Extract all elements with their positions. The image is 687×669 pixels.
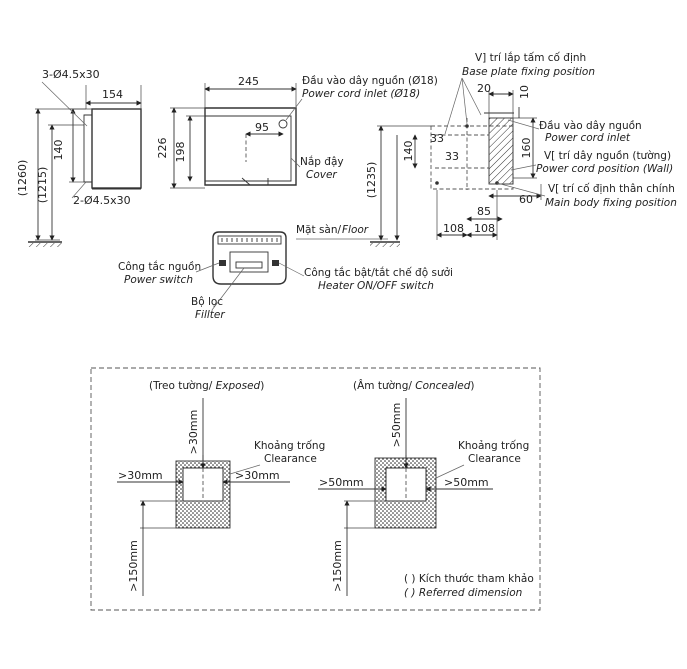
- rear-dim-160: 160: [520, 138, 533, 159]
- concealed-diagram: (Âm tường/ Concealed) >50mm >50mm >50mm …: [318, 379, 529, 596]
- concealed-left-value: >50mm: [319, 476, 364, 489]
- clearance-panel: (Treo tường/ Exposed) >30mm >30mm >30mm …: [90, 367, 541, 611]
- concealed-clearance-leader: [435, 464, 465, 479]
- filter-label-en: Fillter: [195, 309, 225, 321]
- front-view: 154 140 3-Ø4.5x30 2-Ø4.5x30 (1260) (1215…: [16, 68, 142, 247]
- cord-wall-label-vi: V[ trí dây nguồn (tường): [544, 150, 671, 162]
- side-cover-label-en: Cover: [306, 169, 337, 181]
- heater-switch-label-vi: Công tắc bật/tắt chế độ sưởi: [304, 266, 453, 279]
- side-cover-outline: [205, 115, 292, 182]
- concealed-clearance-label-en: Clearance: [468, 453, 521, 465]
- power-switch-leader: [195, 262, 220, 273]
- heater-switch-shape: [272, 260, 279, 266]
- exposed-top-value: >30mm: [187, 410, 200, 455]
- concealed-title: (Âm tường/ Concealed): [353, 379, 474, 392]
- front-hole-pitch-value: 140: [52, 140, 65, 161]
- rear-dim-33a: 33: [430, 132, 444, 145]
- bottom-vent-slots: [221, 238, 278, 242]
- bottom-outlet: [229, 251, 269, 273]
- side-bottom-outlet: [241, 177, 269, 186]
- exposed-left-value: >30mm: [118, 469, 163, 482]
- power-switch-label-en: Power switch: [124, 274, 193, 286]
- side-width-value: 245: [238, 75, 259, 88]
- heater-switch-leader: [278, 262, 305, 277]
- rear-dim-20: 20: [477, 82, 491, 95]
- front-hole-bottom-leader: [71, 181, 87, 199]
- rear-hole-left: [435, 181, 439, 185]
- bottom-view: Công tắc nguồn Power switch Công tắc bật…: [118, 231, 453, 321]
- power-switch-shape: [219, 260, 226, 266]
- front-floor-hatch: [28, 243, 62, 247]
- exposed-right-value: >30mm: [235, 469, 280, 482]
- base-plate-label-vi: V] trí lắp tấm cố định: [475, 51, 586, 64]
- side-cord-inlet: [278, 119, 288, 129]
- side-cord-inlet-label-vi: Đầu vào dây nguồn (Ø18): [302, 75, 438, 87]
- note-vi: ( ) Kích thước tham khảo: [404, 573, 534, 585]
- floor-label-en: Floor: [342, 224, 369, 236]
- front-hole-top-leader: [41, 81, 88, 127]
- base-plate-leader-3: [444, 77, 463, 135]
- front-hole-bottom-label: 2-Ø4.5x30: [73, 194, 131, 207]
- side-body-outline: [204, 107, 297, 186]
- body-fix-label-vi: V[ trí cố định thân chính: [548, 183, 675, 195]
- side-body-height-value: 226: [156, 138, 169, 159]
- rear-hole-top: [465, 124, 469, 128]
- cord-wall-leader: [510, 164, 537, 171]
- rear-floor-hatch: [370, 243, 400, 247]
- rear-dim-140: 140: [402, 141, 415, 162]
- rear-dim-1235: (1235): [365, 162, 378, 199]
- body-fix-label-en: Main body fixing position: [545, 197, 677, 209]
- filter-leader: [211, 267, 245, 311]
- rear-dim-60: 60: [519, 193, 533, 206]
- rear-dim-33b: 33: [445, 150, 459, 163]
- side-cover-height-value: 198: [174, 142, 187, 163]
- body-fix-leader: [496, 182, 546, 197]
- rear-dim-85: 85: [477, 205, 491, 218]
- rear-cord-inlet-leader: [507, 119, 540, 130]
- concealed-clearance-label-vi: Khoảng trống: [458, 440, 529, 452]
- front-height-mount-value: (1215): [36, 167, 49, 204]
- filter-label-vi: Bộ lọc: [191, 296, 223, 308]
- side-cord-inlet-leader: [285, 98, 303, 121]
- rear-cord-channel: [488, 117, 514, 185]
- note-en: ( ) Referred dimension: [404, 587, 522, 599]
- side-view: 245 95 226 198 Đầu vào dây nguồn (Ø18) P…: [156, 75, 438, 240]
- rear-cord-inlet-label-en: Power cord inlet: [545, 132, 631, 144]
- power-switch-label-vi: Công tắc nguồn: [118, 260, 201, 273]
- clearance-frame: [90, 367, 541, 611]
- bottom-filter: [235, 261, 263, 269]
- cord-wall-label-en: Power cord position (Wall): [536, 163, 673, 175]
- front-body-outline: [91, 108, 142, 189]
- front-hole-top-label: 3-Ø4.5x30: [42, 68, 100, 81]
- side-cover-leader: [290, 157, 301, 168]
- base-plate-leader-2: [461, 77, 482, 116]
- concealed-top-value: >50mm: [390, 403, 403, 448]
- base-plate-label-en: Base plate fixing position: [462, 66, 595, 78]
- rear-dim-108b: 108: [474, 222, 495, 235]
- exposed-clearance-label-en: Clearance: [264, 453, 317, 465]
- side-inlet-offset-value: 95: [255, 121, 269, 134]
- rear-dim-10: 10: [518, 85, 531, 99]
- front-height-total-value: (1260): [16, 160, 29, 197]
- heater-switch-label-en: Heater ON/OFF switch: [318, 280, 434, 292]
- rear-view: 33 33 140 160 20 10 60 85 108 108 (1235)…: [365, 51, 677, 247]
- side-cord-inlet-label-en: Power cord inlet (Ø18): [302, 88, 420, 100]
- front-base-plate: [83, 114, 92, 183]
- rear-dim-108a: 108: [443, 222, 464, 235]
- floor-label-vi: Mặt sàn/: [296, 224, 342, 236]
- rear-cord-inlet-label-vi: Đầu vào dây nguồn: [539, 120, 642, 132]
- front-width-value: 154: [102, 88, 123, 101]
- bottom-vent-grille: [217, 235, 282, 245]
- concealed-bottom-value: >150mm: [331, 540, 344, 592]
- base-plate-leader-1: [461, 77, 468, 125]
- bottom-body-outline: [212, 231, 287, 285]
- concealed-right-value: >50mm: [444, 476, 489, 489]
- exposed-diagram: (Treo tường/ Exposed) >30mm >30mm >30mm …: [117, 380, 325, 596]
- exposed-bottom-value: >150mm: [127, 540, 140, 592]
- exposed-clearance-label-vi: Khoảng trống: [254, 440, 325, 452]
- exposed-clearance-leader: [229, 464, 261, 475]
- side-cover-label-vi: Nắp đậy: [300, 155, 344, 168]
- exposed-title: (Treo tường/ Exposed): [149, 380, 264, 392]
